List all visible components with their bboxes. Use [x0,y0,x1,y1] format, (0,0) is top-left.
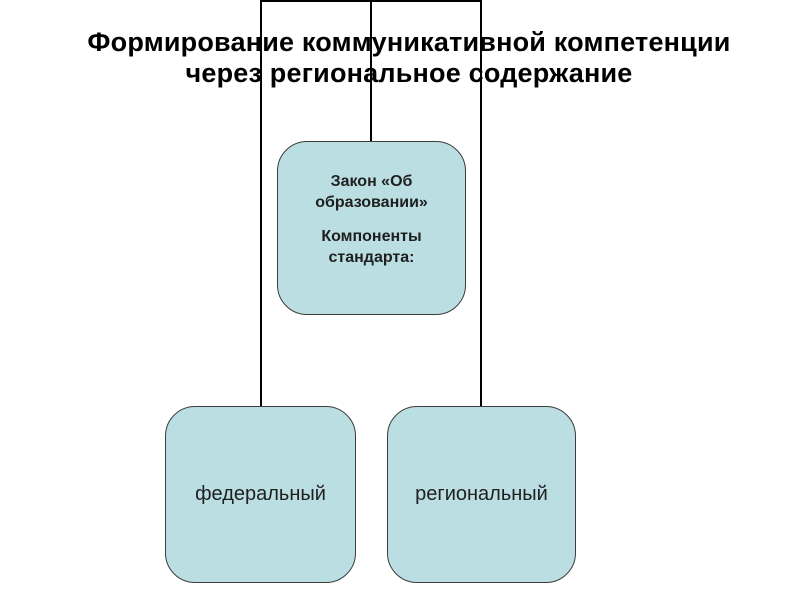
standard-components-label: Компоненты стандарта: [321,228,422,266]
regional-component-box: региональный [387,406,576,583]
standard-components-box: Закон «Об образовании» Компоненты станда… [277,141,466,315]
connector-line-middle [370,0,372,142]
education-law-label: Закон «Об образовании» [315,173,428,211]
federal-component-box: федеральный [165,406,356,583]
slide-title-line-1: Формирование коммуникативной компетенции [87,27,731,57]
connector-line-left [260,0,262,407]
slide-title-line-2: через региональное содержание [185,58,633,88]
regional-component-label: региональный [415,483,548,505]
connector-line-right [480,0,482,407]
federal-component-label: федеральный [195,483,326,505]
slide-title: Формирование коммуникативной компетенции… [9,27,800,89]
